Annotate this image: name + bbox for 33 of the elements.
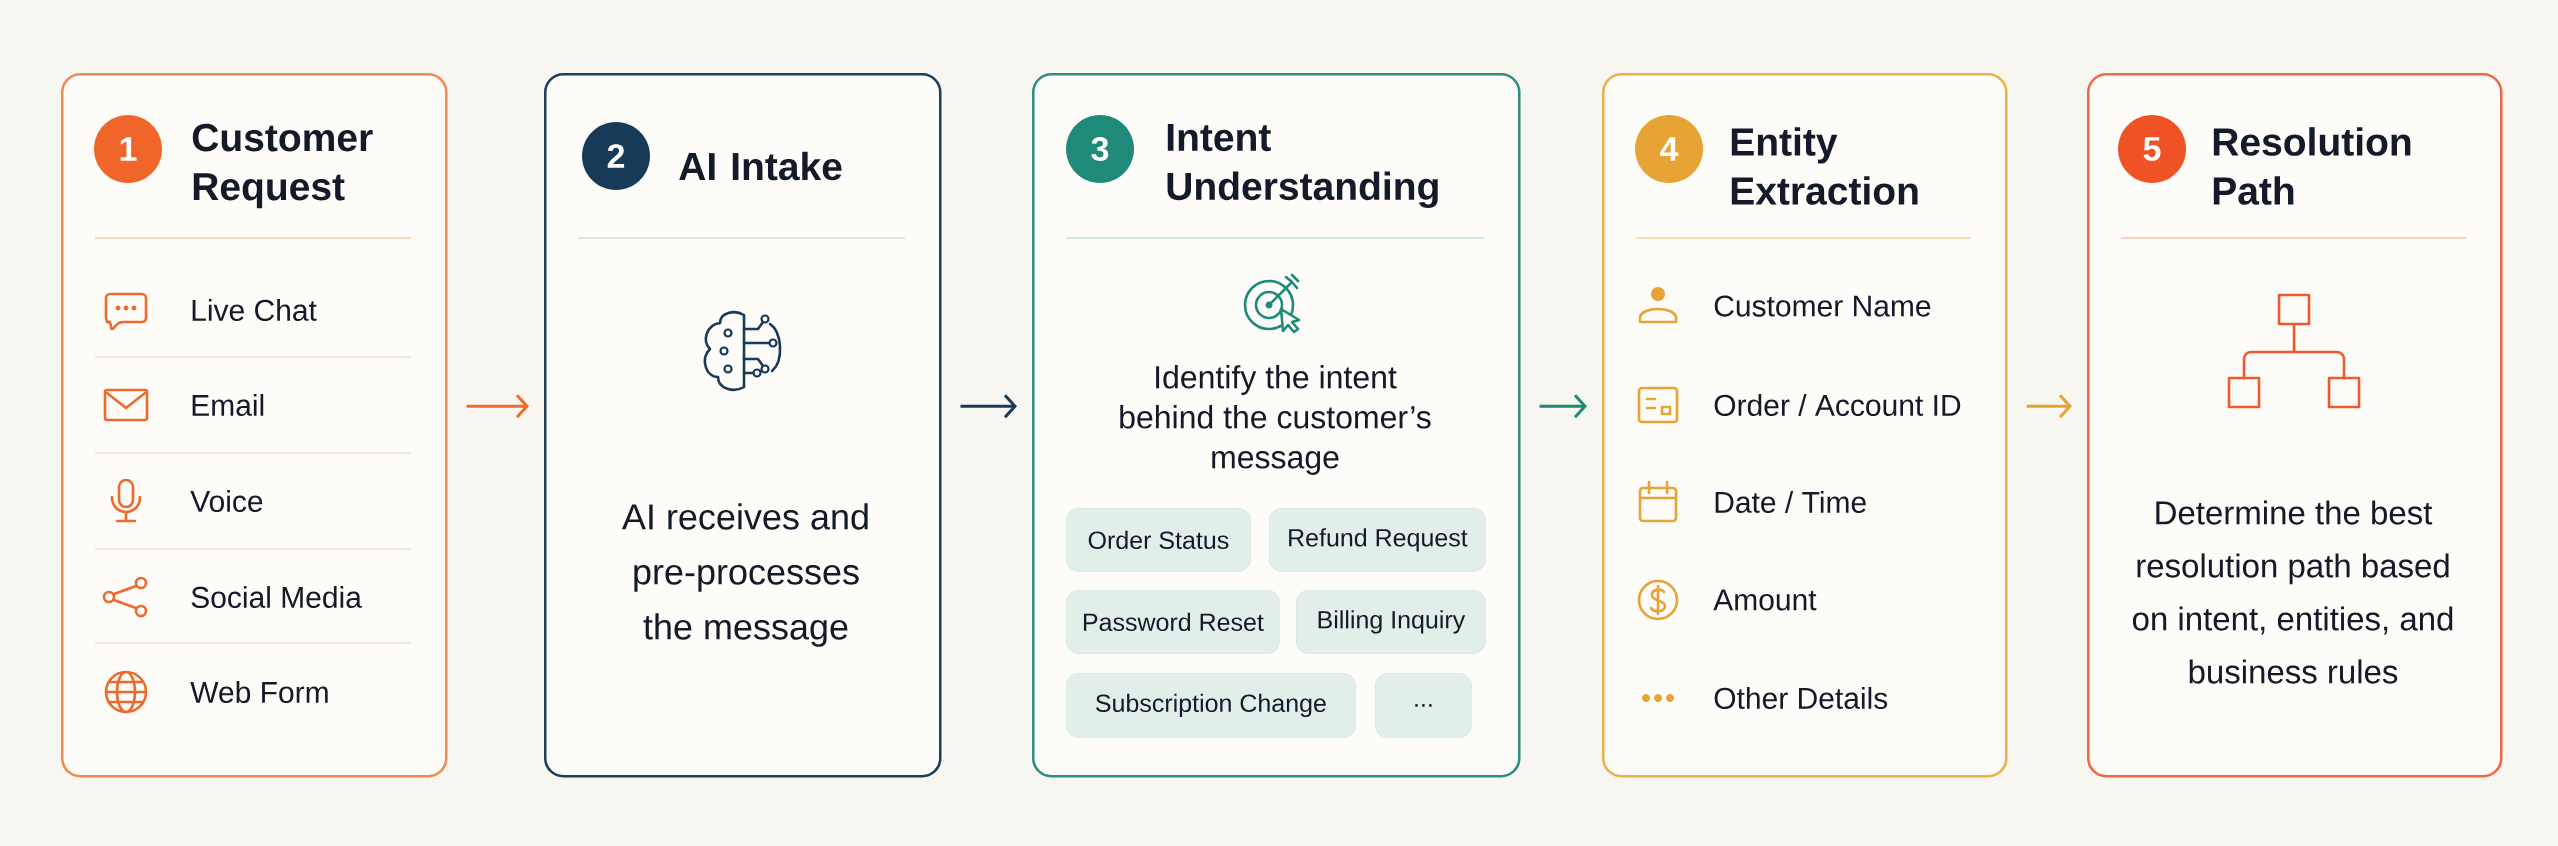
list-item: Web Form — [190, 681, 328, 704]
arrow — [960, 394, 1017, 419]
list-item: Amount — [1713, 589, 1817, 611]
list-item: Voice — [190, 490, 263, 513]
number-badge: 2 — [582, 122, 650, 190]
list-item: Live Chat — [192, 299, 317, 322]
intent-tag: Refund Request — [1269, 508, 1486, 572]
intent-tag: Subscription Change — [1066, 673, 1356, 738]
step-title: AI Intake — [679, 151, 842, 181]
intent-tag: Billing Inquiry — [1296, 590, 1486, 654]
arrow — [1539, 394, 1587, 419]
list-item: Other Details — [1714, 687, 1888, 710]
intent-tag: Password Reset — [1066, 590, 1280, 654]
step-title: Resolution Path — [2213, 127, 2411, 205]
step-title: Customer Request — [192, 123, 373, 209]
list-item: Email — [192, 394, 264, 417]
description-text: AI receives and pre-processes the message — [622, 503, 868, 647]
step-title: Entity Extraction — [1731, 127, 1918, 205]
list-item: Customer Name — [1714, 295, 1931, 317]
description-text: Determine the best resolution path based on intent, entities, and business rules — [2132, 500, 2453, 684]
intent-tag: ... — [1375, 673, 1472, 738]
number-badge: 1 — [94, 115, 162, 183]
step-title: Intent Understanding — [1167, 123, 1438, 209]
description-text: Identify the intent behind the customer’s message — [1120, 365, 1431, 475]
number-badge: 3 — [1066, 115, 1134, 183]
list-item: Order / Account ID — [1714, 394, 1961, 417]
list-item: Social Media — [191, 586, 362, 609]
arrow — [466, 394, 529, 419]
intent-tag: Order Status — [1066, 508, 1251, 572]
number-badge: 4 — [1635, 115, 1703, 183]
arrow — [2026, 394, 2073, 419]
number-badge: 5 — [2118, 115, 2187, 183]
list-item: Date / Time — [1715, 491, 1866, 514]
